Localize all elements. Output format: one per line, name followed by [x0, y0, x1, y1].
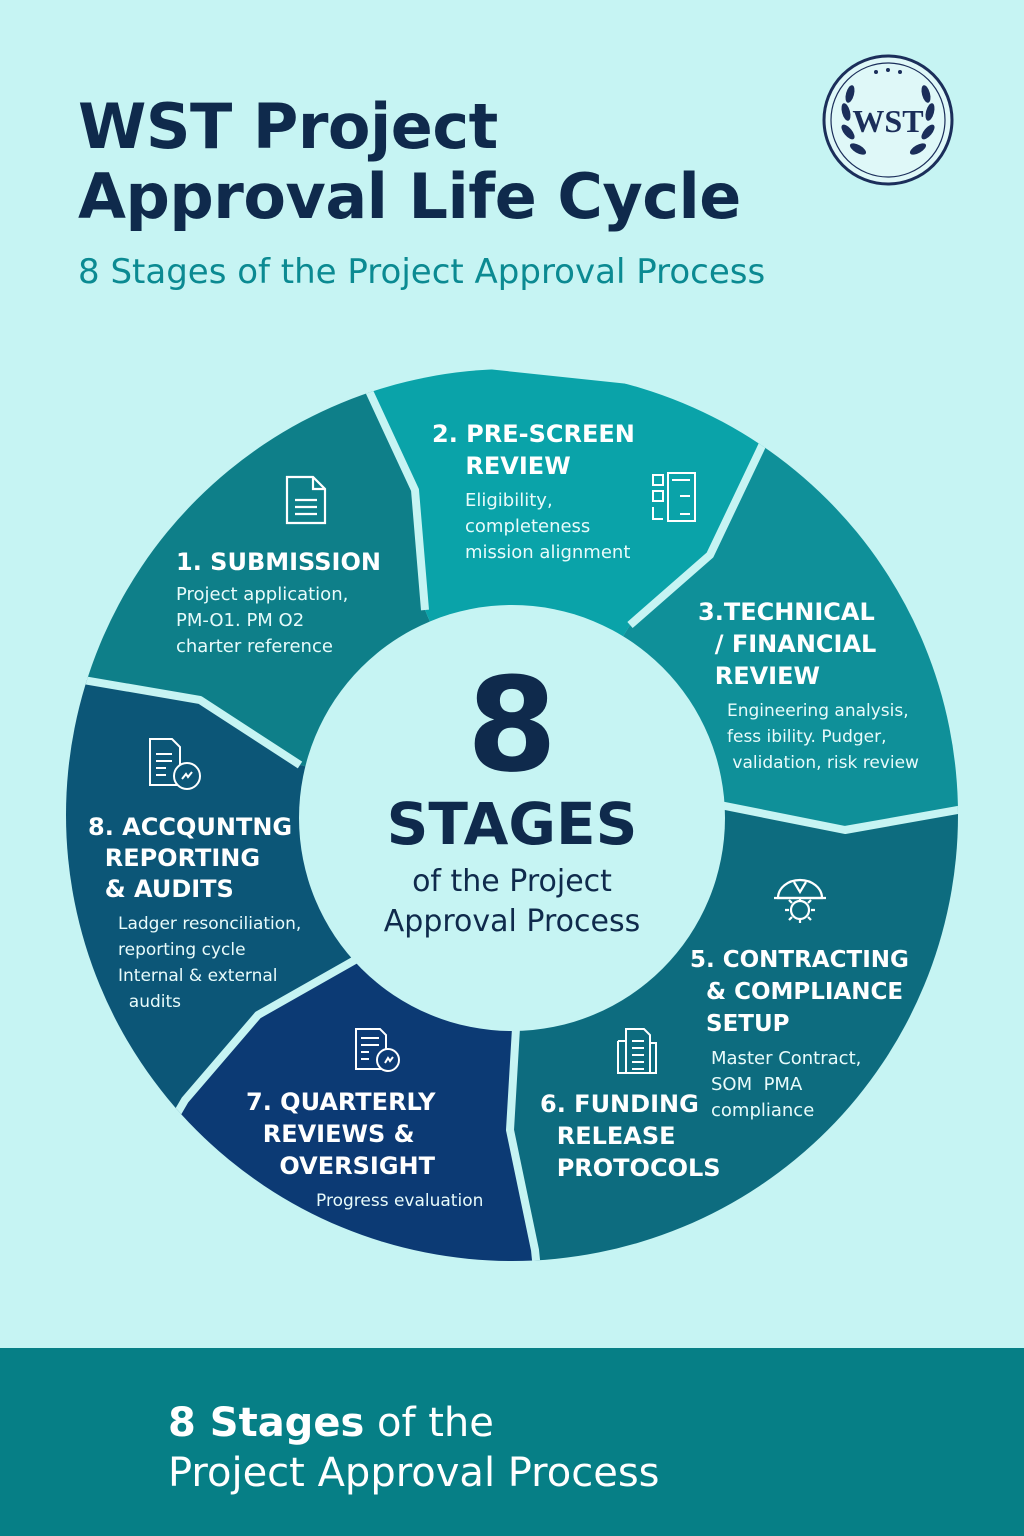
segment-stage-2	[355, 369, 780, 815]
stage-description: Ladger resonciliation, reporting cycle I…	[118, 914, 302, 1012]
footer-caption: 8 Stages of the Project Approval Process	[168, 1398, 660, 1498]
logo-text: WST	[852, 103, 923, 139]
audit-document-icon	[149, 738, 201, 790]
checklist-icon	[652, 472, 696, 522]
document-icon	[285, 475, 327, 525]
stage-title: 8. ACCQUNTNG REPORTING & AUDITS	[88, 813, 293, 903]
report-badge-icon	[355, 1028, 400, 1072]
stage-title: 5. CONTRACTING & COMPLIANCE SETUP	[690, 947, 909, 1037]
stage-1: 1. SUBMISSION Project application, PM-O1…	[176, 546, 381, 660]
stage-description: Project application, PM-O1. PM O2 charte…	[176, 584, 349, 657]
page-title: WST Project Approval Life Cycle	[78, 92, 741, 232]
center-number: 8	[466, 649, 558, 801]
stage-title: 6. FUNDING RELEASE PROTOCOLS	[540, 1090, 721, 1182]
stage-2: 2. PRE-SCREEN REVIEW Eligibility, comple…	[432, 418, 635, 566]
footer-rest: of the	[364, 1400, 494, 1446]
divider	[719, 801, 958, 834]
title-line-1: WST Project	[78, 90, 498, 163]
center-stages-label: STAGES	[386, 790, 638, 858]
wst-logo: WST	[822, 54, 954, 186]
divider	[506, 959, 544, 1261]
stage-5: 5. CONTRACTING & COMPLIANCE SETUP Master…	[690, 944, 909, 1124]
center-circle	[299, 605, 725, 1031]
stage-7: 7. QUARTERLY REVIEWS & OVERSIGHT Progres…	[246, 1086, 483, 1214]
building-document-icon	[617, 1028, 657, 1074]
footer-band	[0, 1348, 1024, 1536]
page-subtitle: 8 Stages of the Project Approval Process	[78, 252, 766, 292]
stage-title: 3.TECHNICAL / FINANCIAL REVIEW	[698, 598, 877, 690]
center-caption: of the Project Approval Process	[383, 864, 641, 939]
stage-title: 7. QUARTERLY REVIEWS & OVERSIGHT	[246, 1088, 436, 1180]
stage-title: 2. PRE-SCREEN REVIEW	[432, 420, 635, 480]
stage-description: Engineering analysis, fess ibility. Pudg…	[727, 701, 919, 773]
stage-description: Progress evaluation	[316, 1191, 484, 1211]
footer-line-2: Project Approval Process	[168, 1450, 660, 1496]
stage-8: 8. ACCQUNTNG REPORTING & AUDITS Ladger r…	[88, 812, 301, 1015]
footer-bold: 8 Stages	[168, 1400, 365, 1446]
stage-description: Eligibility, completeness mission alignm…	[465, 490, 631, 563]
title-line-2: Approval Life Cycle	[78, 160, 741, 233]
stage-description: Master Contract, SOM PMA compliance	[711, 1048, 862, 1121]
stage-3: 3.TECHNICAL / FINANCIAL REVIEW Engineeri…	[698, 596, 919, 776]
stage-6: 6. FUNDING RELEASE PROTOCOLS	[540, 1088, 721, 1184]
stage-title: 1. SUBMISSION	[176, 548, 381, 576]
divider	[66, 672, 303, 769]
hardhat-gear-icon	[774, 878, 826, 923]
